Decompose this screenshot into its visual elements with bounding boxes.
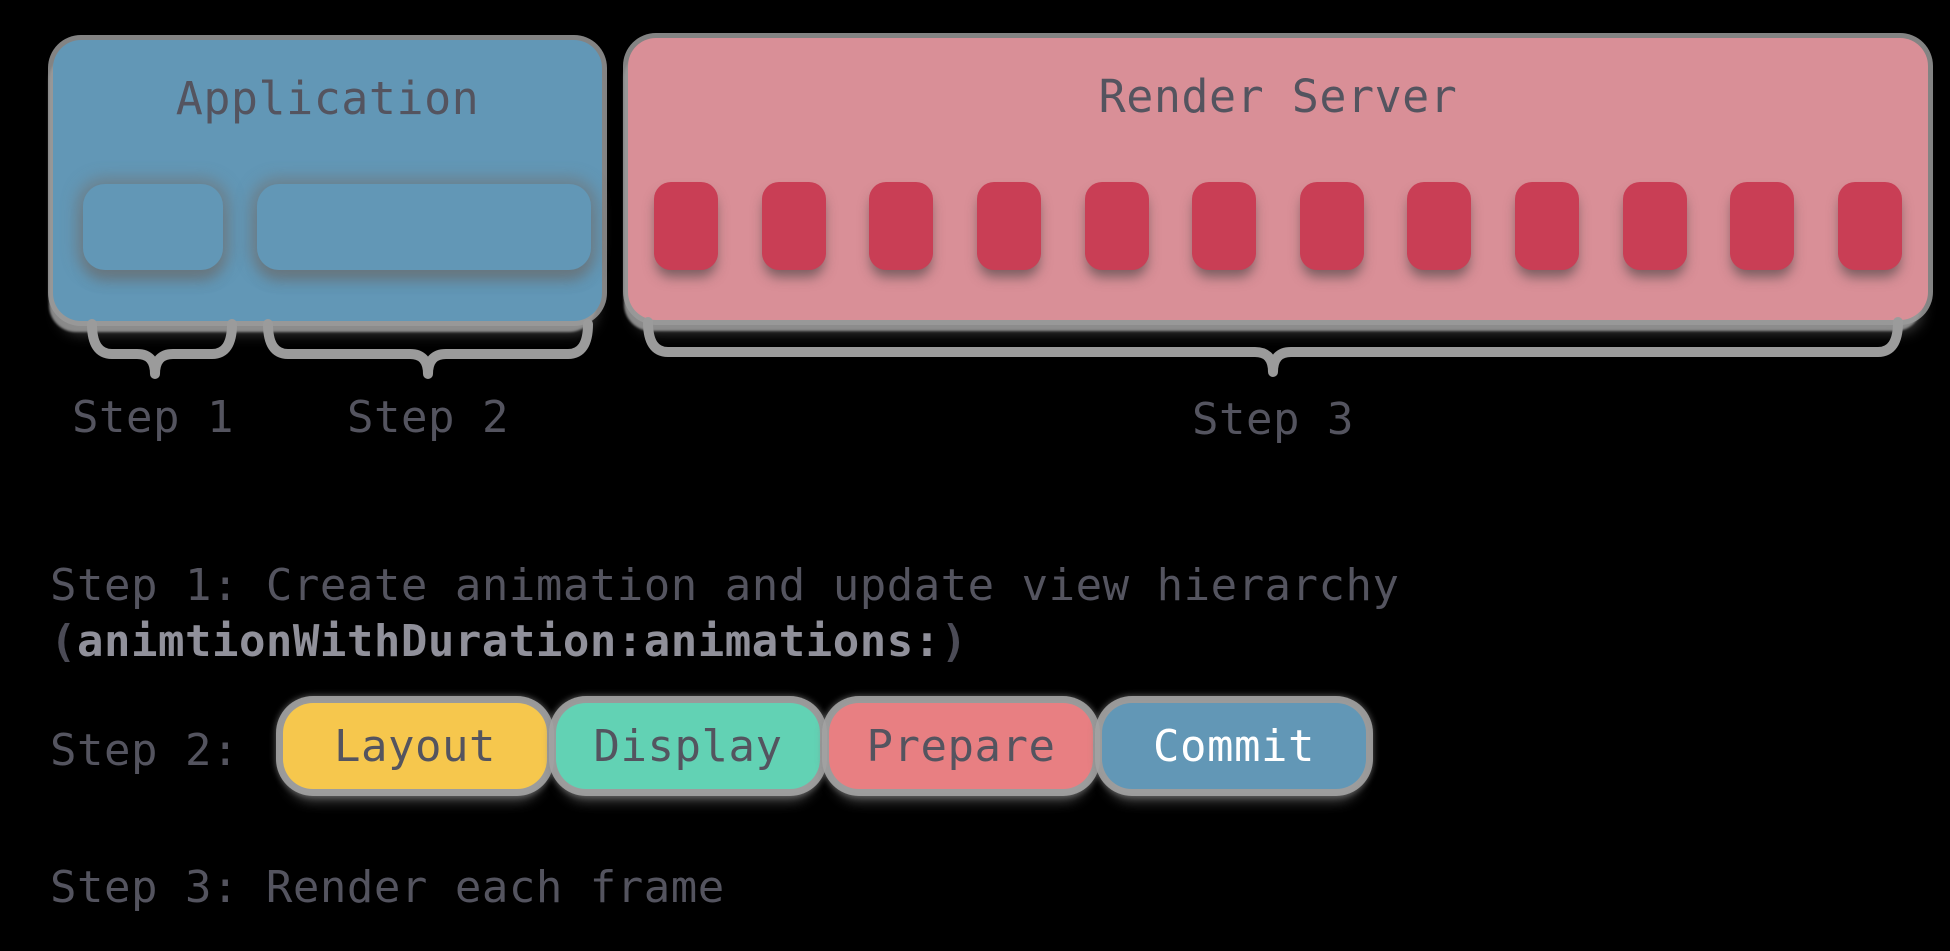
- frame-slot: [1622, 182, 1687, 270]
- pill-label: Layout: [334, 720, 496, 772]
- render-server-box-title: Render Server: [1098, 70, 1458, 123]
- step3-description: Step 3: Render each frame: [50, 862, 725, 913]
- code-close-paren: ): [940, 616, 968, 667]
- pipeline-pills: Layout Display Prepare Commit: [283, 703, 1366, 789]
- pipeline-pill-commit: Commit: [1102, 703, 1366, 789]
- frame-slot: [1730, 182, 1795, 270]
- frame-slot: [1192, 182, 1257, 270]
- code-selector: animtionWithDuration:animations:: [77, 616, 941, 667]
- step2-brace: [263, 319, 593, 379]
- step2-label: Step 2: [347, 392, 509, 443]
- frame-slot: [869, 182, 934, 270]
- step1-code: (animtionWithDuration:animations:): [50, 616, 968, 667]
- frame-slot: [1084, 182, 1149, 270]
- step3-brace: [643, 317, 1903, 377]
- step1-description: Step 1: Create animation and update view…: [50, 560, 1400, 611]
- frame-slot: [1837, 182, 1902, 270]
- application-inner-block-1: [83, 184, 223, 270]
- frame-slot: [761, 182, 826, 270]
- application-box: Application: [53, 40, 602, 321]
- step1-brace: [87, 319, 237, 379]
- application-box-title: Application: [175, 72, 480, 125]
- pill-label: Prepare: [866, 720, 1056, 772]
- pill-label: Commit: [1153, 720, 1315, 772]
- frame-slot: [1515, 182, 1579, 270]
- step3-label: Step 3: [1192, 394, 1354, 445]
- pill-label: Display: [593, 720, 783, 772]
- pipeline-pill-display: Display: [556, 703, 820, 789]
- step2-prefix: Step 2:: [50, 725, 239, 776]
- frames-row: [628, 182, 1928, 270]
- code-open-paren: (: [50, 616, 77, 667]
- frame-slot: [976, 182, 1041, 270]
- pipeline-pill-prepare: Prepare: [829, 703, 1093, 789]
- frame-slot: [1299, 182, 1364, 270]
- frame-slot: [654, 182, 718, 270]
- frame-slot: [1407, 182, 1472, 270]
- application-inner-block-2: [257, 184, 591, 270]
- render-server-box: Render Server: [628, 38, 1928, 320]
- step1-label: Step 1: [72, 392, 234, 443]
- pipeline-pill-layout: Layout: [283, 703, 547, 789]
